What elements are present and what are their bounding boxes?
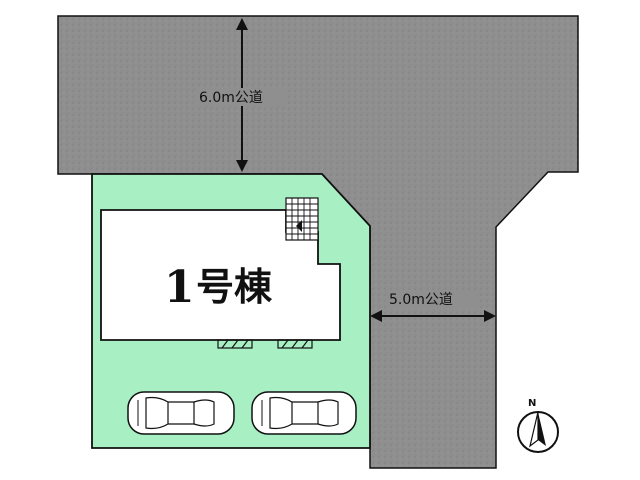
north-arrow-icon	[517, 411, 559, 453]
east-road-dimension-arrow	[370, 310, 496, 322]
parked-car-1-icon	[127, 391, 235, 435]
north-road-label-bg	[196, 88, 288, 106]
east-road-label-bg	[386, 290, 480, 308]
building-suffix-label: 号棟	[196, 265, 273, 309]
east-road-width-label: 5.0m公道	[389, 292, 453, 308]
entrance-grid-icon	[285, 197, 319, 241]
north-road-width-label: 6.0m公道	[199, 90, 263, 106]
porch-marks	[217, 339, 313, 349]
parked-car-2-icon	[251, 391, 357, 435]
building-number-label: 1	[164, 262, 195, 313]
north-label: N	[528, 398, 536, 409]
